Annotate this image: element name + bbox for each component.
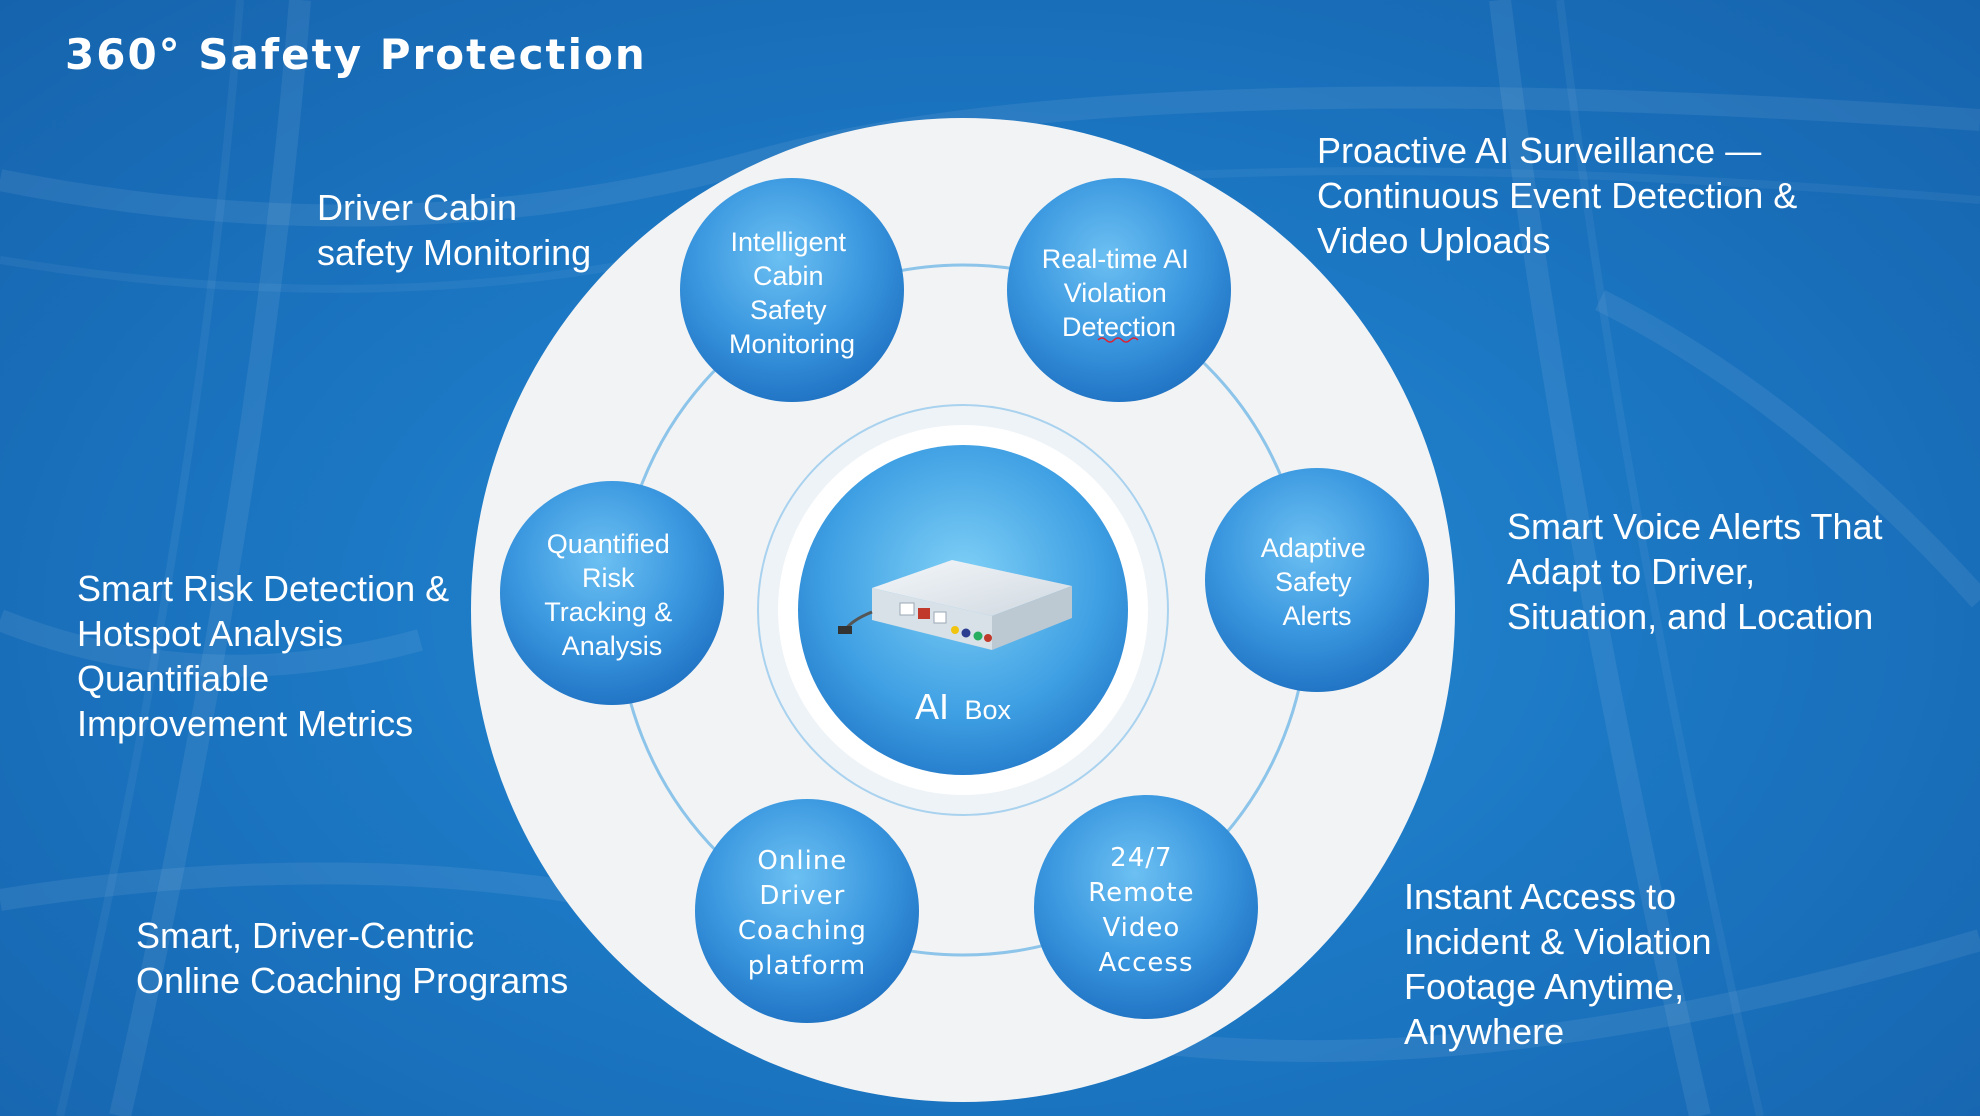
center-label-sub: Box: [965, 695, 1012, 725]
node-risk-tracking-text: Quantified Risk Tracking & Analysis: [544, 529, 680, 661]
node-adaptive-alerts: Adaptive Safety Alerts: [1205, 468, 1429, 692]
center-label: AI Box: [915, 686, 1012, 727]
label-risk-detection: Smart Risk Detection & Hotspot Analysis …: [77, 568, 450, 744]
label-instant-access: Instant Access to Incident & Violation F…: [1404, 876, 1712, 1052]
center-ai-box: AI Box: [798, 445, 1128, 775]
node-coaching-platform: Online Driver Coaching platform: [695, 799, 919, 1023]
spellcheck-underline: [1097, 337, 1139, 343]
label-driver-cabin: Driver Cabin safety Monitoring: [317, 187, 592, 273]
node-cabin-safety: Intelligent Cabin Safety Monitoring: [680, 178, 904, 402]
center-label-main: AI: [915, 686, 949, 727]
ai-box-device-icon: [838, 560, 1072, 650]
node-cabin-safety-text: Intelligent Cabin Safety Monitoring: [729, 227, 855, 359]
label-proactive-surveillance: Proactive AI Surveillance — Continuous E…: [1317, 130, 1798, 261]
node-violation-detection-text: Real-time AI Violation Detection: [1042, 244, 1197, 342]
label-coaching-programs: Smart, Driver-Centric Online Coaching Pr…: [136, 915, 569, 1001]
label-voice-alerts: Smart Voice Alerts That Adapt to Driver,…: [1507, 506, 1883, 637]
node-remote-video-text: 24/7 Remote Video Access: [1088, 843, 1204, 978]
node-remote-video: 24/7 Remote Video Access: [1034, 795, 1258, 1019]
page-title: 360° Safety Protection: [65, 30, 647, 79]
node-violation-detection: Real-time AI Violation Detection: [1007, 178, 1231, 402]
node-coaching-platform-text: Online Driver Coaching platform: [738, 846, 876, 981]
node-adaptive-alerts-text: Adaptive Safety Alerts: [1261, 533, 1374, 631]
node-risk-tracking: Quantified Risk Tracking & Analysis: [500, 481, 724, 705]
